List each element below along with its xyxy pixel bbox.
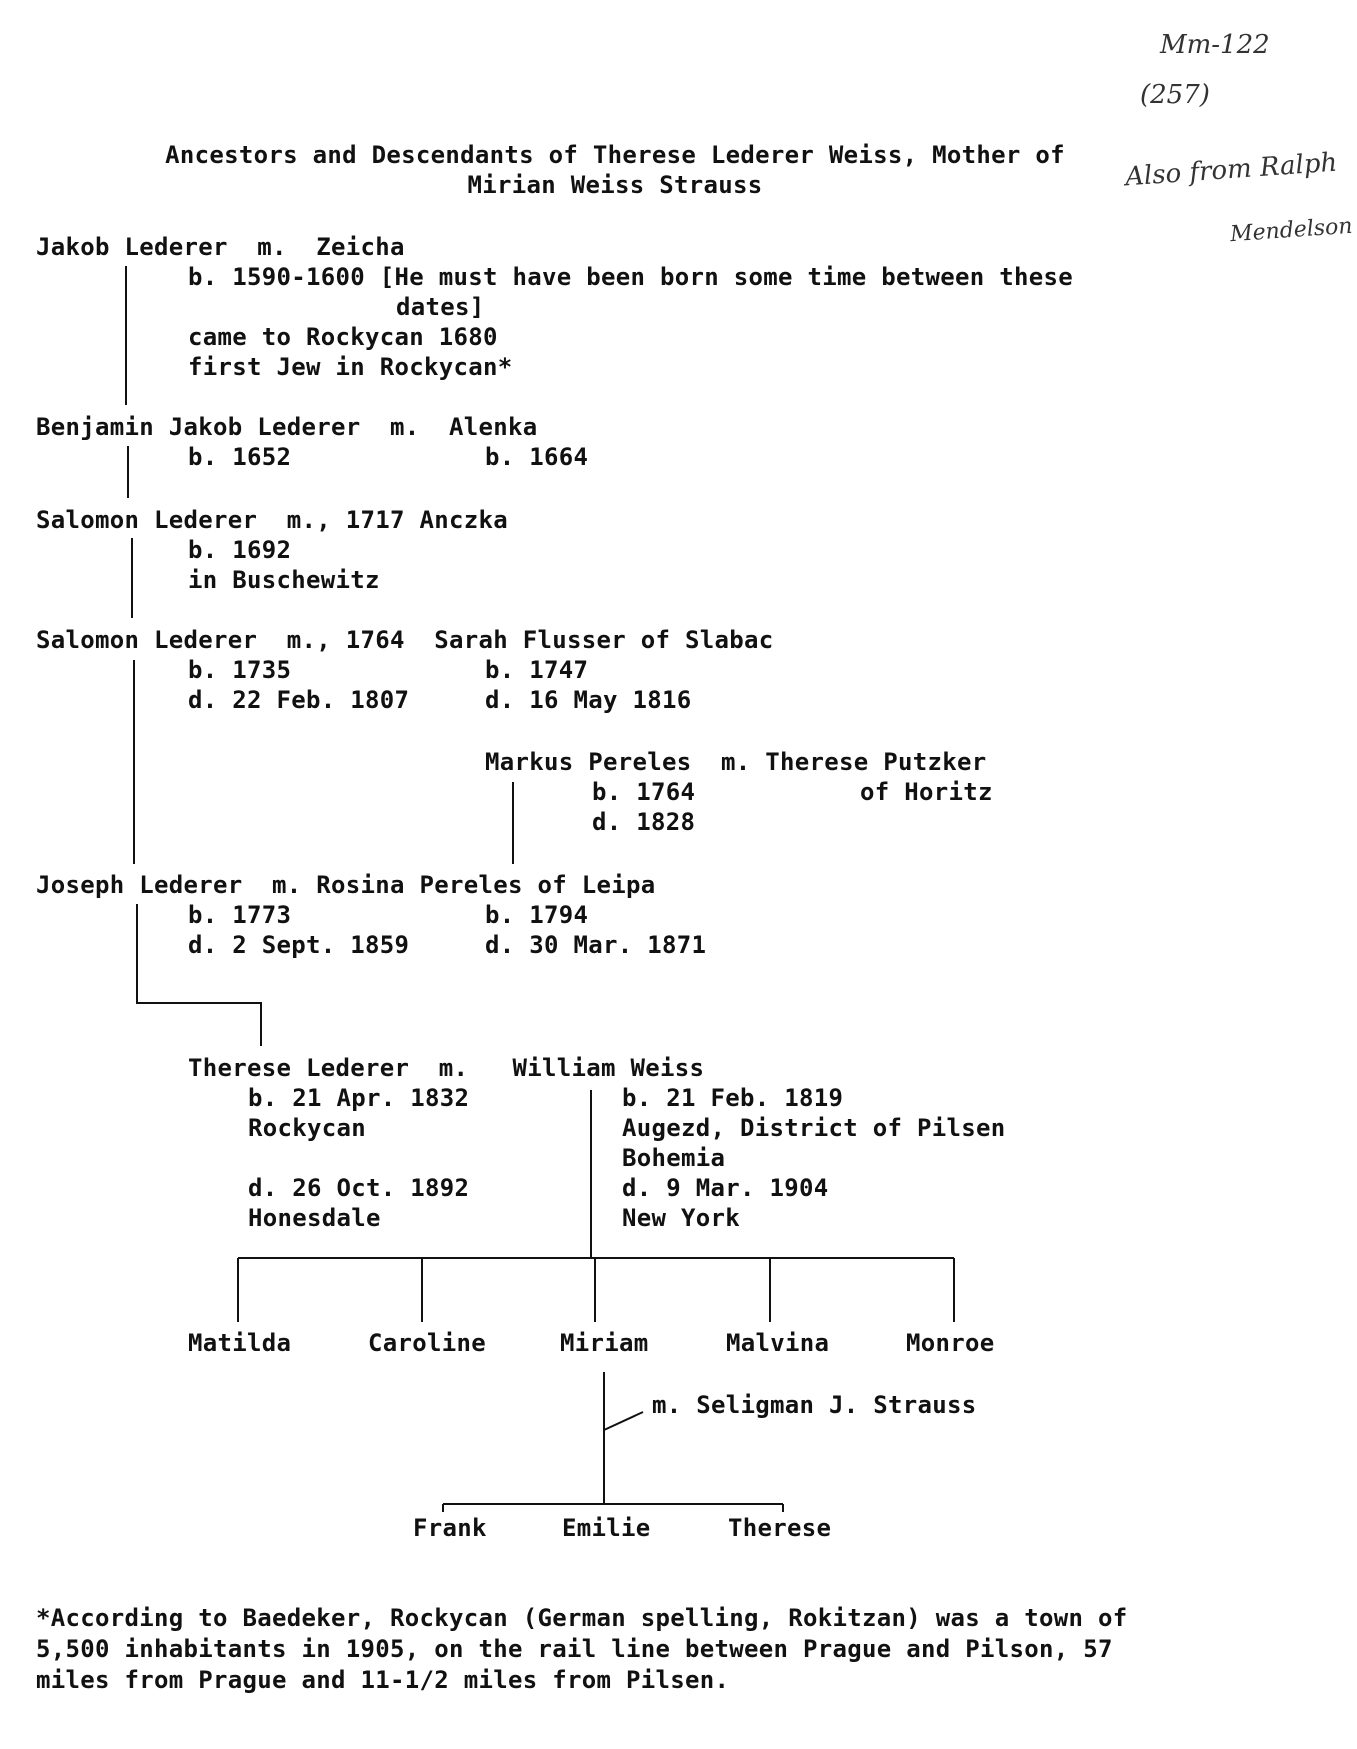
handwritten-ref: Mm-122 [1160, 30, 1270, 60]
child-name: Malvina [726, 1329, 830, 1357]
gen6-husband-death: d. 9 Mar. 1904 [622, 1174, 829, 1202]
footnote-line: miles from Prague and 11-1/2 miles from … [36, 1666, 730, 1694]
child-name: Monroe [906, 1329, 995, 1357]
page-title-line-2: Mirian Weiss Strauss [467, 171, 763, 199]
handwritten-note-2: Mendelson [1229, 213, 1354, 248]
gen2-husband-birth: b. 1652 [188, 443, 292, 471]
page-title: Ancestors and Descendants of Therese Led… [165, 141, 1065, 169]
gen6-wife-deathplace: Honesdale [248, 1204, 381, 1232]
gen1-first-jew: first Jew in Rockycan* [188, 353, 513, 381]
child-name: Miriam [560, 1329, 649, 1357]
gen1-couple: Jakob Lederer m. Zeicha [36, 233, 405, 261]
gen1-birth: b. 1590-1600 [He must have been born som… [188, 263, 1073, 291]
gen4-wife-birth: b. 1747 [485, 656, 589, 684]
gen6-husband-deathplace: New York [622, 1204, 740, 1232]
miriam-spouse: m. Seligman J. Strauss [652, 1391, 977, 1419]
pereles-couple: Markus Pereles m. Therese Putzker [485, 748, 987, 776]
gen5-couple: Joseph Lederer m. Rosina Pereles of Leip… [36, 871, 656, 899]
grandchild-name: Therese [728, 1514, 832, 1542]
gen3-couple: Salomon Lederer m., 1717 Anczka [36, 506, 508, 534]
gen6-wife-birthplace: Rockycan [248, 1114, 366, 1142]
gen1-birth-cont: dates] [396, 293, 485, 321]
gen4-couple: Salomon Lederer m., 1764 Sarah Flusser o… [36, 626, 774, 654]
grandchild-name: Frank [413, 1514, 487, 1542]
gen5-husband-birth: b. 1773 [188, 901, 292, 929]
pereles-death: d. 1828 [592, 808, 696, 836]
gen4-wife-death: d. 16 May 1816 [485, 686, 692, 714]
gen3-birth: b. 1692 [188, 536, 292, 564]
pereles-wife-origin: of Horitz [860, 778, 993, 806]
gen2-couple: Benjamin Jakob Lederer m. Alenka [36, 413, 538, 441]
gen4-husband-death: d. 22 Feb. 1807 [188, 686, 410, 714]
gen5-wife-death: d. 30 Mar. 1871 [485, 931, 707, 959]
handwritten-number: (257) [1140, 80, 1210, 110]
handwritten-note: Also from Ralph [1124, 147, 1339, 193]
grandchild-name: Emilie [562, 1514, 651, 1542]
gen6-husband-birth: b. 21 Feb. 1819 [622, 1084, 844, 1112]
child-name: Caroline [368, 1329, 486, 1357]
gen6-wife-death: d. 26 Oct. 1892 [248, 1174, 470, 1202]
gen2-wife-birth: b. 1664 [485, 443, 589, 471]
gen5-husband-death: d. 2 Sept. 1859 [188, 931, 410, 959]
gen6-wife-birth: b. 21 Apr. 1832 [248, 1084, 470, 1112]
gen1-came: came to Rockycan 1680 [188, 323, 498, 351]
gen6-husband-birthplace-2: Bohemia [622, 1144, 726, 1172]
footnote-line: 5,500 inhabitants in 1905, on the rail l… [36, 1635, 1113, 1663]
child-name: Matilda [188, 1329, 292, 1357]
gen5-wife-birth: b. 1794 [485, 901, 589, 929]
footnote-line: *According to Baedeker, Rockycan (German… [36, 1604, 1128, 1632]
pereles-birth: b. 1764 [592, 778, 696, 806]
gen6-husband-birthplace: Augezd, District of Pilsen [622, 1114, 1006, 1142]
gen4-husband-birth: b. 1735 [188, 656, 292, 684]
marriage-connector [603, 1411, 644, 1431]
gen6-couple: Therese Lederer m. William Weiss [188, 1054, 705, 1082]
gen3-birthplace: in Buschewitz [188, 566, 380, 594]
